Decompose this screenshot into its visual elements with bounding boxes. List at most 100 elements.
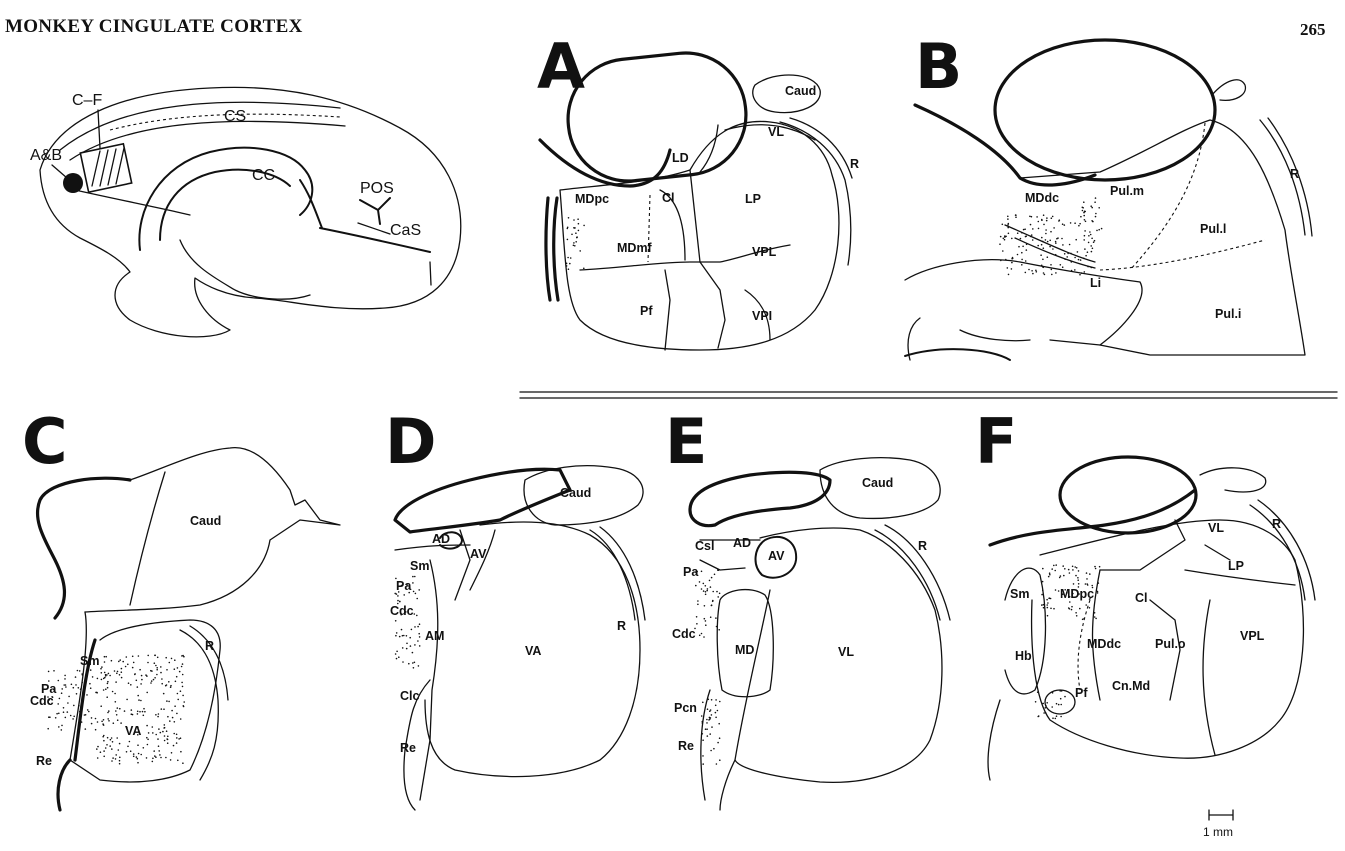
stipple-dot xyxy=(81,721,83,723)
stipple-dot xyxy=(136,756,138,758)
stipple-dot xyxy=(1055,564,1057,566)
stipple-dot xyxy=(119,659,121,661)
label-b-pul-i: Pul.i xyxy=(1215,307,1241,321)
stipple-dot xyxy=(1051,568,1053,570)
stipple-dot xyxy=(58,713,60,715)
stipple-dot xyxy=(397,600,399,602)
stipple-dot xyxy=(1080,259,1082,261)
stipple-dot xyxy=(109,745,111,747)
stipple-dot xyxy=(703,636,705,638)
stipple-dot xyxy=(146,725,148,727)
thalamus-c xyxy=(70,612,220,782)
stipple-dot xyxy=(1090,245,1092,247)
stipple-dot xyxy=(137,762,139,764)
stipple-dot xyxy=(63,711,65,713)
stipple-dot xyxy=(180,751,182,753)
stipple-dot xyxy=(401,629,403,631)
stipple-dot xyxy=(1064,253,1066,255)
stipple-dot xyxy=(169,662,171,664)
stipple-dot xyxy=(1046,217,1048,219)
stipple-dot xyxy=(1015,216,1017,218)
stipple-dot xyxy=(104,656,106,658)
stipple-dot xyxy=(1076,615,1078,617)
stipple-dot xyxy=(111,660,113,662)
stipple-dot xyxy=(1091,207,1093,209)
stipple-dot xyxy=(161,683,163,685)
stipple-dot xyxy=(703,590,705,592)
stipple-dot xyxy=(576,236,578,238)
stipple-dot xyxy=(714,574,716,576)
stipple-dot xyxy=(134,674,136,676)
panel-b: B MDdc Pul.m R Pul.l Li Pul.i xyxy=(905,30,1312,360)
stipple-dot xyxy=(1049,240,1051,242)
stipple-dot xyxy=(124,710,126,712)
stipple-dot xyxy=(701,633,703,635)
stipple-dot xyxy=(1062,593,1064,595)
stipple-dot xyxy=(164,724,166,726)
stipple-dot xyxy=(1068,569,1070,571)
stipple-dot xyxy=(171,658,173,660)
stipple-dot xyxy=(1052,248,1054,250)
stipple-dot xyxy=(1090,205,1092,207)
stipple-dot xyxy=(1087,251,1089,253)
stipple-dot xyxy=(97,746,99,748)
stipple-dot xyxy=(1046,604,1048,606)
stipple-dot xyxy=(1017,254,1019,256)
label-e-pcn: Pcn xyxy=(674,701,697,715)
stipple-dot xyxy=(1062,244,1064,246)
stipple-dot xyxy=(709,710,711,712)
scale-bar-line xyxy=(1209,810,1233,820)
stipple-dot xyxy=(73,705,75,707)
stipple-dot xyxy=(86,694,88,696)
stipple-dot xyxy=(699,581,701,583)
stipple-dot xyxy=(1045,712,1047,714)
stipple-dot xyxy=(398,591,400,593)
stipple-dot xyxy=(146,675,148,677)
stipple-dot xyxy=(158,745,160,747)
stipple-dot xyxy=(575,232,577,234)
stipple-dot xyxy=(97,678,99,680)
stipple-dot xyxy=(73,687,75,689)
stipple-dot xyxy=(137,713,139,715)
stipple-dot xyxy=(567,239,569,241)
stipple-dot xyxy=(78,687,80,689)
stipple-dot xyxy=(579,250,581,252)
stipple-dot xyxy=(1085,255,1087,257)
stipple-dot xyxy=(1021,259,1023,261)
stipple-dot xyxy=(1020,238,1022,240)
stipple-dot xyxy=(1088,235,1090,237)
stipple-dot xyxy=(704,618,706,620)
stipple-dot xyxy=(73,716,75,718)
stipple-dot xyxy=(147,739,149,741)
stipple-dot xyxy=(706,590,708,592)
label-e-cdc: Cdc xyxy=(672,627,696,641)
label-pos: POS xyxy=(360,180,394,197)
stipple-dot xyxy=(1071,606,1073,608)
panel-letter-c: C xyxy=(22,405,68,478)
label-e-ad: AD xyxy=(733,536,751,550)
stipple-dot xyxy=(1095,568,1097,570)
stipple-dot xyxy=(1055,242,1057,244)
stipple-dot xyxy=(161,708,163,710)
stipple-dot xyxy=(101,672,103,674)
stipple-dot xyxy=(166,700,168,702)
stipple-dot xyxy=(117,707,119,709)
label-cs: CS xyxy=(224,108,246,125)
stipple-dot xyxy=(1024,228,1026,230)
stipple-dot xyxy=(119,760,121,762)
stipple-dot xyxy=(1060,704,1062,706)
stipple-dot xyxy=(399,601,401,603)
stipple-dot xyxy=(157,738,159,740)
stipple-dot xyxy=(1079,274,1081,276)
stipple-dot xyxy=(137,686,139,688)
stipple-dot xyxy=(174,721,176,723)
stipple-dot xyxy=(61,729,63,731)
stipple-dot xyxy=(1012,257,1014,259)
stipple-dot xyxy=(1084,219,1086,221)
stipple-dot xyxy=(1064,224,1066,226)
stipple-dot xyxy=(82,674,84,676)
stipple-dot xyxy=(1051,217,1053,219)
a-b-pointer xyxy=(52,165,67,178)
stipple-dot xyxy=(1098,582,1100,584)
stipple-dot xyxy=(1050,264,1052,266)
